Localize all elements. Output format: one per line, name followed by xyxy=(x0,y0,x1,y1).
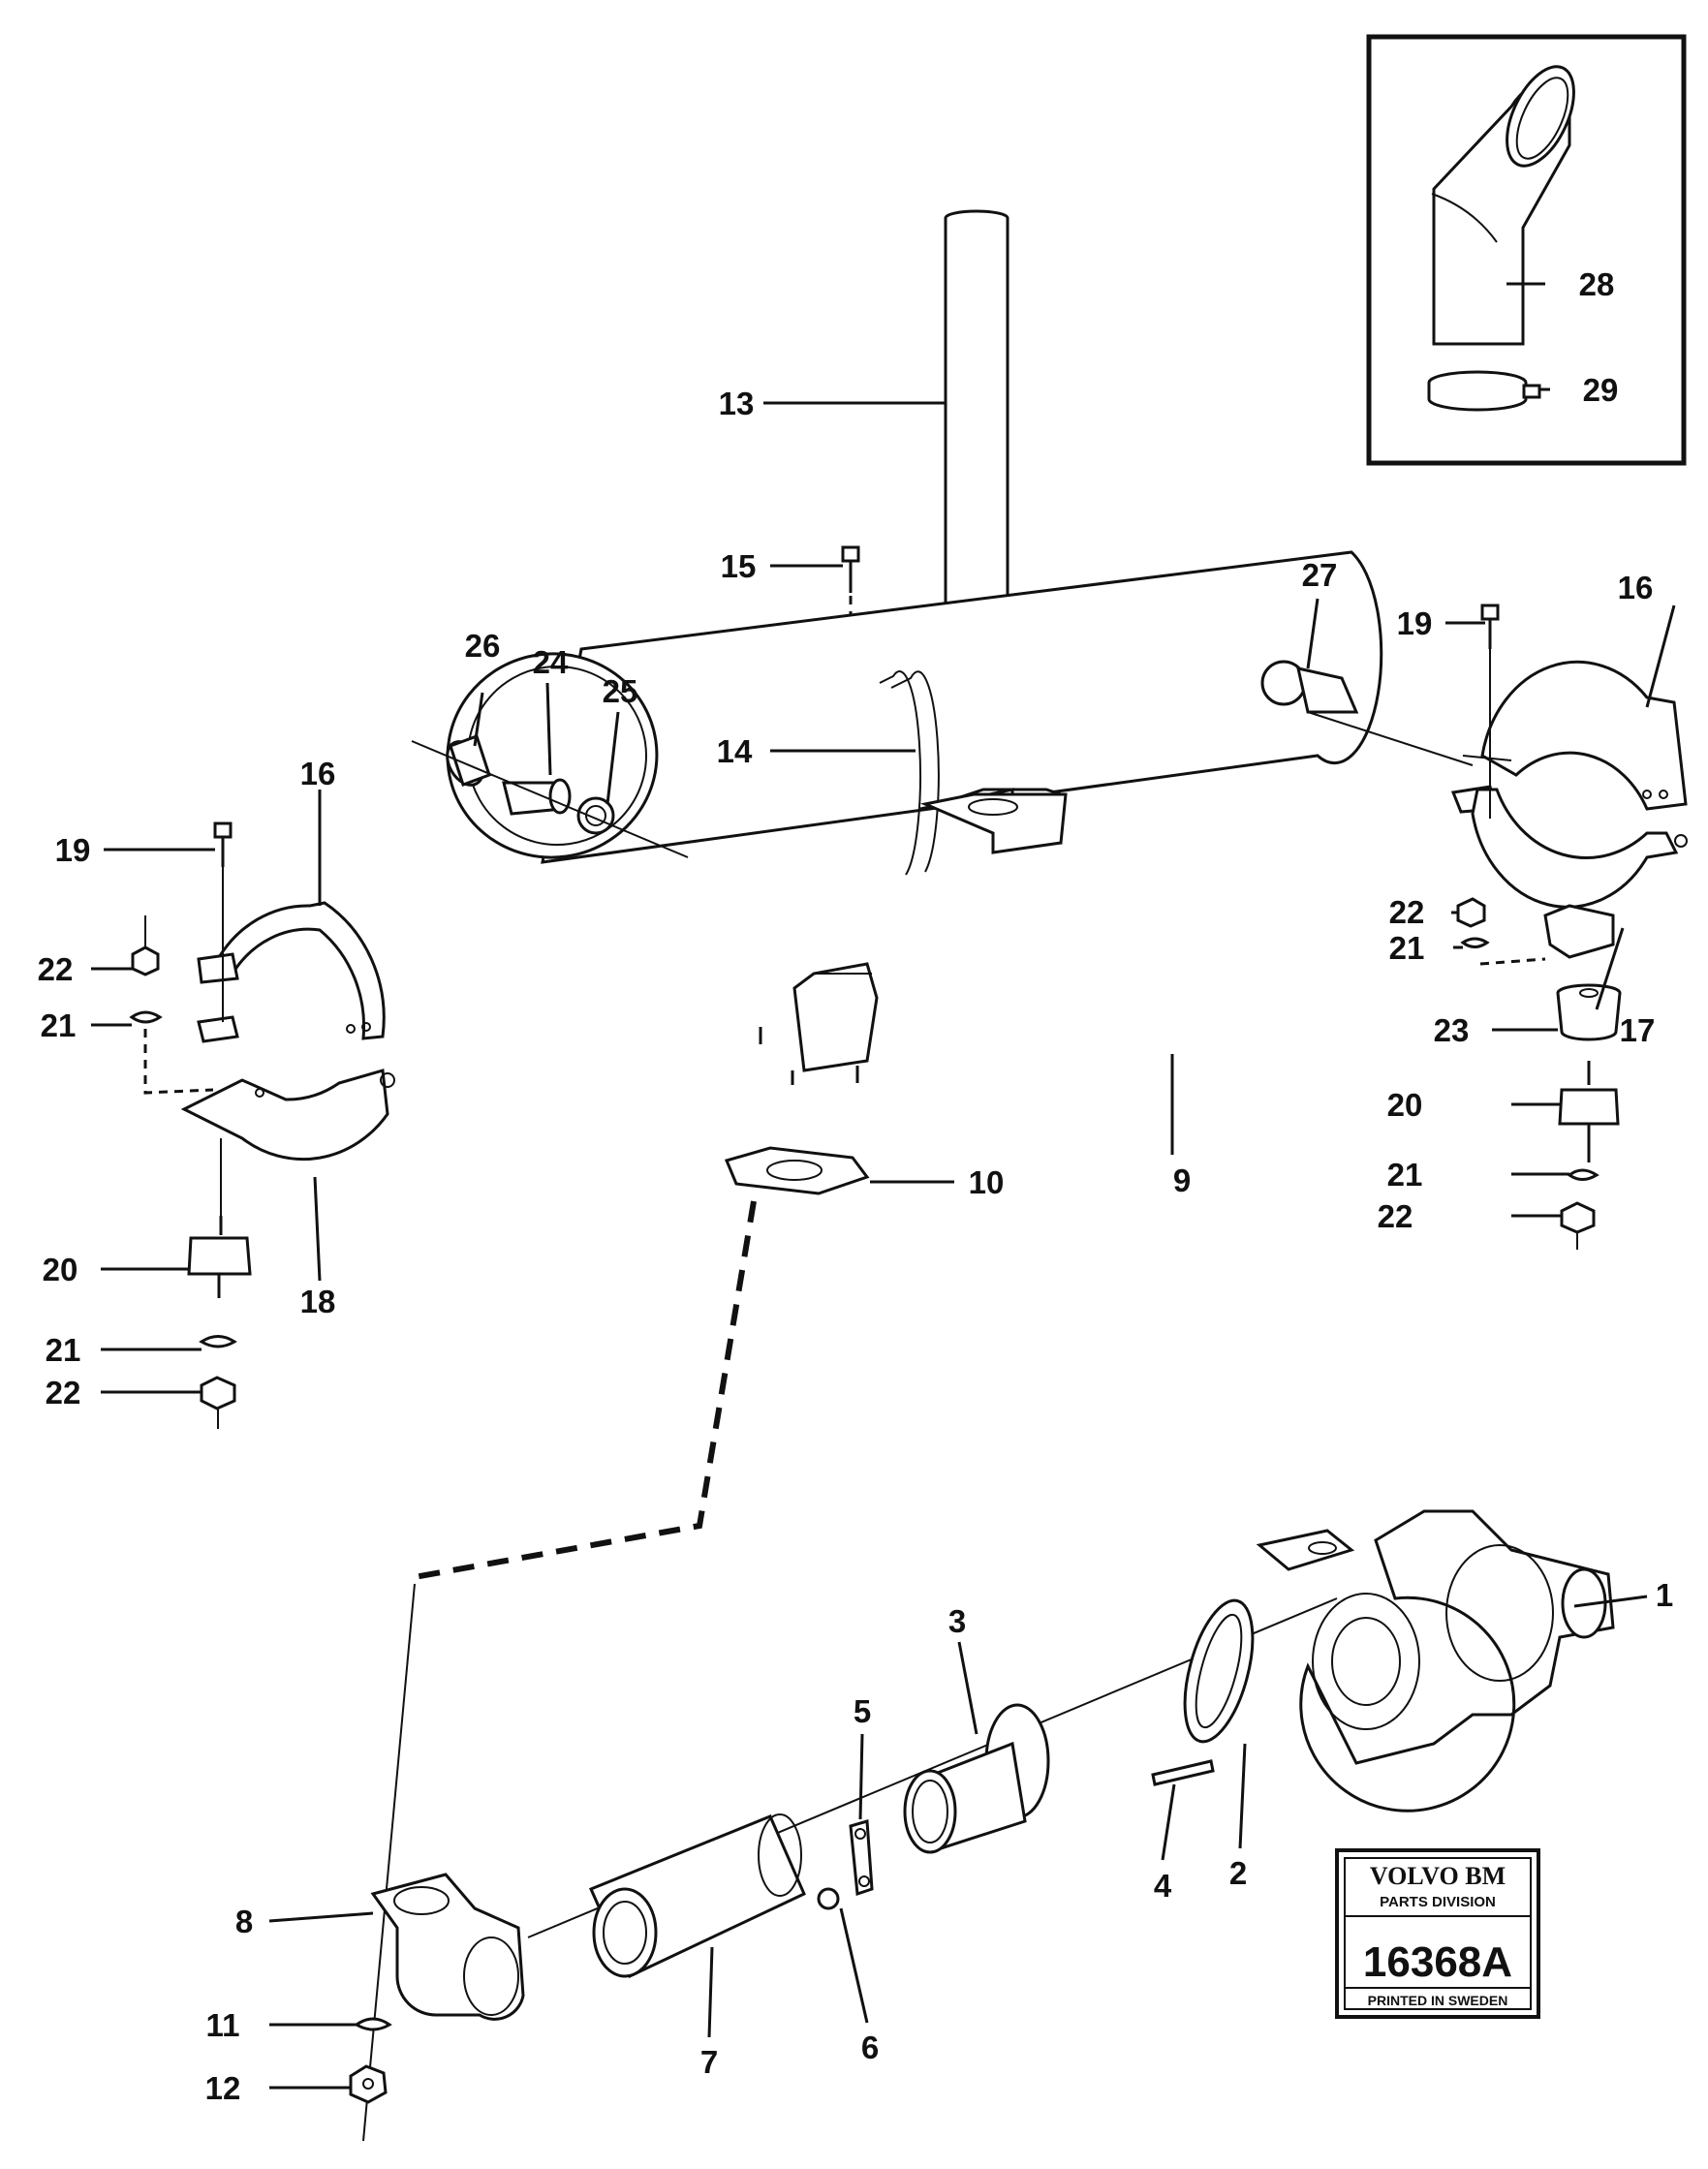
part-12-nut xyxy=(349,2064,388,2104)
callout-21-right-upper: 21 xyxy=(1389,930,1425,966)
callout-27: 27 xyxy=(1302,557,1338,593)
callout-21-left-lower: 21 xyxy=(46,1332,81,1368)
part-20-right-rubber-mount xyxy=(1558,1061,1620,1162)
callout-22-right-upper: 22 xyxy=(1389,894,1425,930)
callout-10: 10 xyxy=(969,1164,1005,1200)
stamp-printed: PRINTED IN SWEDEN xyxy=(1368,1993,1508,2008)
part-7-pipe xyxy=(588,1813,806,1979)
callout-22-left-upper: 22 xyxy=(38,951,74,987)
callout-24: 24 xyxy=(533,644,569,680)
part-22-right-upper-nut xyxy=(1456,897,1486,928)
callout-25: 25 xyxy=(603,673,638,709)
callout-22-left-lower: 22 xyxy=(46,1375,81,1410)
callout-9: 9 xyxy=(1173,1162,1191,1198)
callout-28: 28 xyxy=(1579,266,1615,302)
callout-5: 5 xyxy=(854,1693,871,1729)
part-19-left-screw xyxy=(213,821,233,1022)
stamp-brand: VOLVO BM xyxy=(1370,1862,1506,1890)
callout-18: 18 xyxy=(300,1284,336,1319)
callout-20-right: 20 xyxy=(1387,1087,1423,1123)
part-19-right-screw xyxy=(1480,604,1500,819)
part-16-left-strap xyxy=(197,901,386,1040)
part-27-clamp xyxy=(1260,660,1474,766)
stamp-number: 16368A xyxy=(1363,1938,1512,1986)
callout-7: 7 xyxy=(700,2044,718,2080)
part-29-hose-clamp xyxy=(1427,370,1541,412)
part-9-silencer xyxy=(446,550,1383,1085)
callout-12: 12 xyxy=(205,2070,241,2106)
part-1-turbocharger xyxy=(1256,1509,1615,1813)
part-17-right-strap xyxy=(1471,788,1688,959)
part-8-elbow xyxy=(370,1873,525,2021)
callout-16-left: 16 xyxy=(300,756,336,791)
part-16-right-strap xyxy=(1450,660,1688,814)
callout-23: 23 xyxy=(1434,1012,1470,1048)
callout-19-right: 19 xyxy=(1397,605,1433,641)
callout-29: 29 xyxy=(1583,372,1619,408)
callout-6: 6 xyxy=(861,2030,879,2065)
part-22-left-lower-nut xyxy=(200,1376,236,1429)
part-28-elbow-pipe xyxy=(1431,65,1575,346)
part-18-left-strap xyxy=(180,1015,395,1162)
part-6-washer xyxy=(817,1887,840,1910)
callout-4: 4 xyxy=(1154,1868,1172,1904)
part-25-clamp xyxy=(576,796,615,835)
callout-21-right-lower: 21 xyxy=(1387,1157,1423,1193)
part-26-bushing xyxy=(446,734,491,787)
callout-1: 1 xyxy=(1656,1577,1673,1613)
part-21-right-lower-washer xyxy=(1567,1168,1599,1181)
callout-21-left-upper: 21 xyxy=(41,1007,77,1043)
part-10-gasket xyxy=(724,1146,870,1195)
part-4-stud xyxy=(1151,1759,1215,1786)
part-22-right-lower-nut xyxy=(1560,1201,1596,1250)
callout-19-left: 19 xyxy=(55,832,91,868)
callout-8: 8 xyxy=(235,1904,253,1939)
part-2-gasket xyxy=(1183,1598,1255,1744)
inset-box xyxy=(1366,34,1687,466)
callout-16-right: 16 xyxy=(1618,570,1654,605)
callout-15: 15 xyxy=(721,548,757,584)
part-23-spacer xyxy=(1556,983,1622,1041)
callout-2: 2 xyxy=(1229,1855,1247,1891)
callout-14: 14 xyxy=(717,733,753,769)
part-21-left-upper-washer xyxy=(129,1010,163,1024)
callout-26: 26 xyxy=(465,628,501,664)
callout-13: 13 xyxy=(719,386,755,421)
stamp-division: PARTS DIVISION xyxy=(1380,1894,1496,1910)
callout-17: 17 xyxy=(1620,1012,1656,1048)
callout-11: 11 xyxy=(206,2007,240,2043)
callout-3: 3 xyxy=(948,1603,966,1639)
part-21-left-lower-washer xyxy=(199,1335,237,1348)
part-5-bracket xyxy=(849,1819,874,1897)
callout-20-left: 20 xyxy=(43,1252,78,1287)
callout-labels: 1 2 3 4 5 6 7 8 9 10 11 12 13 14 15 16 1… xyxy=(38,266,1674,2106)
part-3-connection-pipe xyxy=(903,1703,1050,1854)
volvo-bm-stamp: VOLVO BM PARTS DIVISION 16368A PRINTED I… xyxy=(1335,1848,1540,2019)
leader-lines xyxy=(91,282,1676,2090)
part-20-left-rubber-mount xyxy=(187,1138,252,1298)
part-21-right-upper-washer xyxy=(1460,937,1490,948)
part-22-left-upper-nut xyxy=(131,915,160,976)
part-11-washer xyxy=(354,2017,392,2031)
callout-22-right-lower: 22 xyxy=(1378,1198,1413,1234)
